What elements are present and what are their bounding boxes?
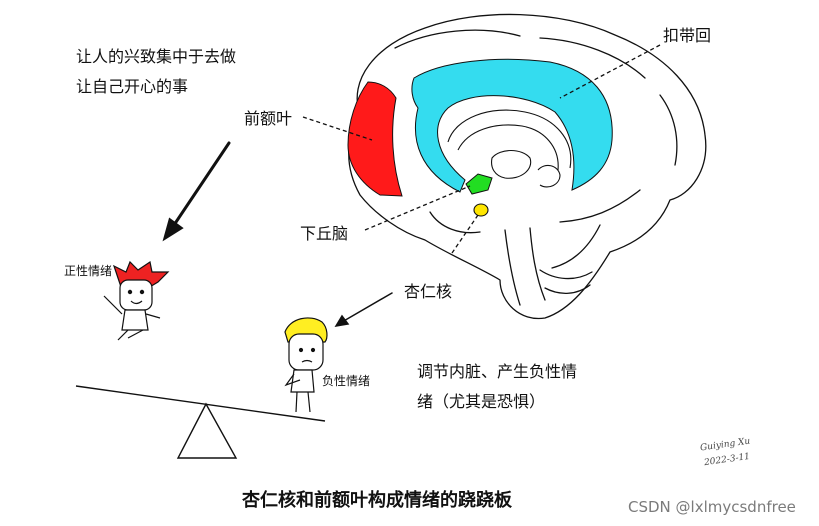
seesaw-fulcrum [176, 402, 238, 459]
face [119, 279, 153, 311]
corpus-callosum [447, 109, 572, 169]
amygdala-region [473, 203, 489, 217]
pointer-amygdala [451, 214, 479, 254]
label-prefrontal: 前额叶 [244, 109, 293, 128]
caption: 杏仁核和前额叶构成情绪的跷跷板 [242, 490, 512, 511]
watermark: CSDN @lxlmycsdnfree [628, 498, 796, 516]
thalamus [491, 149, 532, 179]
description-line-1: 调节内脏、产生负性情 [417, 362, 578, 381]
cerebellum-line [539, 269, 593, 280]
brain-fold [551, 224, 601, 269]
cingulate-region [411, 58, 613, 193]
corpus-callosum [457, 124, 559, 171]
brain-outline [348, 13, 707, 320]
face [288, 333, 324, 371]
seesaw-plank [75, 385, 326, 422]
body [290, 369, 315, 393]
brain-fold [659, 94, 678, 166]
body [121, 309, 149, 331]
pointer-prefrontal [302, 116, 373, 141]
pointer-hypothalamus [364, 185, 471, 231]
brainstem [504, 229, 521, 306]
prefrontal-region [347, 81, 403, 197]
arrow-notes [172, 141, 231, 227]
arrow-amygdala [341, 292, 393, 323]
brain-fold [394, 29, 521, 49]
pointer-cingulate [559, 44, 661, 99]
cerebellum-line [544, 284, 591, 294]
arrowhead [162, 217, 184, 242]
brainstem [529, 227, 546, 301]
note-line-2: 让自己开心的事 [76, 77, 189, 96]
hypothalamus-region [465, 173, 493, 195]
label-negative-emotion: 负性情绪 [322, 374, 371, 388]
arrowhead [334, 314, 350, 328]
label-amygdala: 杏仁核 [404, 282, 453, 301]
brain-fold [429, 211, 481, 234]
label-positive-emotion: 正性情绪 [64, 264, 113, 278]
note-line-1: 让人的兴致集中于去做 [76, 47, 237, 66]
description-line-2: 绪（尤其是恐惧） [417, 392, 546, 411]
label-hypothalamus: 下丘脑 [300, 224, 349, 243]
brain-fold [539, 37, 646, 79]
negative-figure [284, 317, 328, 413]
brain-fold [559, 189, 641, 223]
positive-figure [103, 260, 170, 341]
thalamus [537, 164, 561, 188]
label-cingulate: 扣带回 [663, 26, 712, 45]
